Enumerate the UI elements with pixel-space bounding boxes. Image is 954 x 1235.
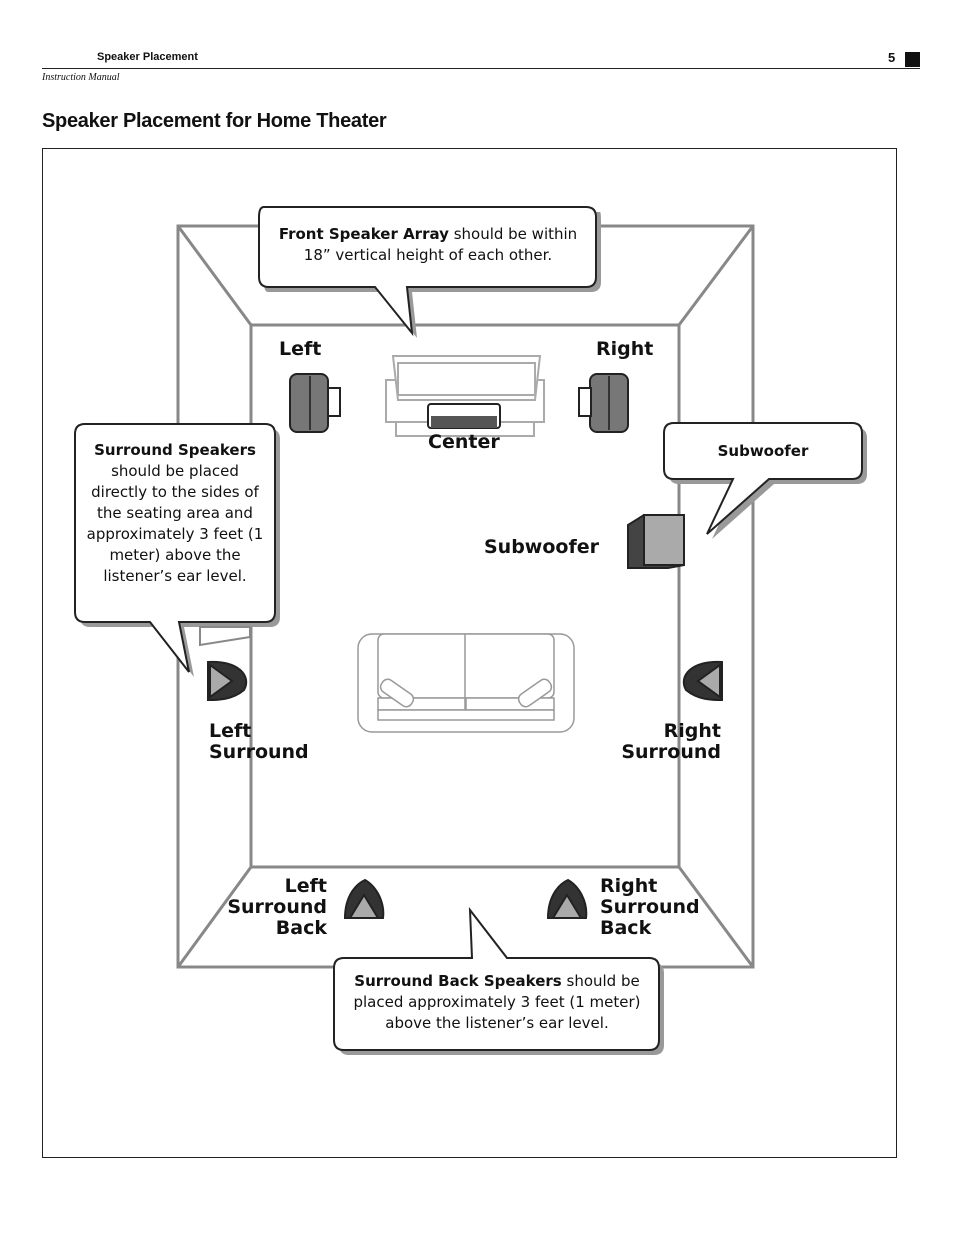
front-array-callout-text: Front Speaker Array should be within 18”… <box>268 224 588 266</box>
surround-back-callout-text: Surround Back Speakers should be placed … <box>344 971 650 1034</box>
left-surround-back-label: Left Surround Back <box>207 876 327 939</box>
left-surround-back-label-line1: Left <box>284 875 327 897</box>
header-rule <box>42 68 920 69</box>
left-surround-speaker-icon <box>207 660 248 702</box>
surround-callout-text: Surround Speakers should be placed direc… <box>82 440 268 587</box>
left-surround-label: Left Surround <box>209 721 309 763</box>
right-surround-back-label-line2: Surround <box>600 896 700 918</box>
right-speaker-label: Right <box>596 338 654 360</box>
subwoofer-callout-bubble <box>663 422 867 539</box>
surround-callout-rest: should be placed directly to the sides o… <box>86 462 264 585</box>
surround-back-callout-bold: Surround Back Speakers <box>354 972 562 990</box>
left-surround-label-line1: Left <box>209 720 252 742</box>
right-surround-label: Right Surround <box>600 721 721 763</box>
right-surround-back-label-line3: Back <box>600 917 652 939</box>
subwoofer-callout-text: Subwoofer <box>717 442 809 460</box>
right-surround-label-line1: Right <box>663 720 721 742</box>
left-surround-back-label-line3: Back <box>275 917 327 939</box>
right-surround-back-speaker-icon <box>546 878 588 919</box>
left-surround-back-label-line2: Surround <box>227 896 327 918</box>
front-array-callout-rest: should be within 18” vertical height of … <box>303 225 578 264</box>
surround-back-callout-bubble <box>333 906 664 1055</box>
surround-callout-wall-mark <box>199 626 251 647</box>
right-surround-label-line2: Surround <box>621 741 721 763</box>
surround-back-callout-rest: should be placed approximately 3 feet (1… <box>353 972 641 1032</box>
right-surround-back-label: Right Surround Back <box>600 876 700 939</box>
diagram-frame <box>42 148 897 1158</box>
left-surround-label-line2: Surround <box>209 741 309 763</box>
left-speaker-label: Left <box>279 338 322 360</box>
right-surround-speaker-icon <box>682 660 723 702</box>
right-surround-back-label-line1: Right <box>600 875 658 897</box>
subwoofer-label: Subwoofer <box>484 536 599 558</box>
left-surround-back-speaker-icon <box>343 878 385 919</box>
center-speaker-label: Center <box>428 431 500 453</box>
header-section-title: Speaker Placement <box>97 51 198 63</box>
page-number-marker <box>905 52 920 67</box>
tv-cabinet-icon <box>385 355 545 437</box>
right-speaker-icon <box>578 373 629 433</box>
header-subtitle: Instruction Manual <box>42 72 120 83</box>
page-title: Speaker Placement for Home Theater <box>42 110 387 132</box>
front-array-callout-bubble <box>258 206 601 338</box>
sofa-icon <box>357 633 575 733</box>
front-array-callout-bold: Front Speaker Array <box>278 225 449 243</box>
surround-callout-bubble <box>74 423 280 677</box>
center-speaker-icon <box>427 403 501 429</box>
surround-callout-bold: Surround Speakers <box>94 441 256 459</box>
page-number: 5 <box>888 50 896 65</box>
subwoofer-icon <box>627 514 685 569</box>
left-speaker-icon <box>289 373 341 433</box>
